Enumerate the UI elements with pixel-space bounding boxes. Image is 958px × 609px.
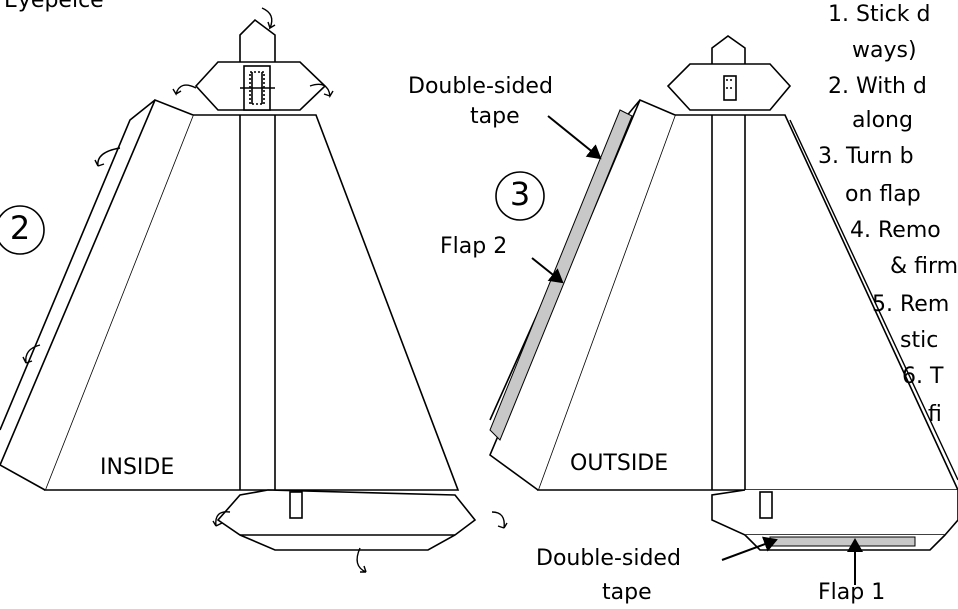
double-sided-tape-label-bottom: Double-sided xyxy=(536,546,681,571)
inside-piece xyxy=(0,18,477,551)
instruction-4b: & firm xyxy=(890,254,958,279)
double-sided-tape-flap1 xyxy=(769,536,916,547)
instruction-6: 6. T xyxy=(902,364,944,389)
instruction-1b: ways) xyxy=(852,38,917,63)
tape-label-bottom: tape xyxy=(602,580,652,605)
step-number-3: 3 xyxy=(509,175,531,213)
instruction-3: 3. Turn b xyxy=(818,144,914,169)
instruction-3b: on flap xyxy=(845,182,921,207)
instruction-1: 1. Stick d xyxy=(828,2,931,27)
fold-arrow-icon xyxy=(22,7,508,573)
flap2-label: Flap 2 xyxy=(440,234,508,259)
instruction-2b: along xyxy=(852,108,913,133)
instruction-6b: fi xyxy=(928,402,942,427)
step-number-2: 2 xyxy=(9,209,31,247)
flap1-label: Flap 1 xyxy=(818,580,886,605)
tape-label-top: tape xyxy=(470,104,520,129)
eyepiece-stem xyxy=(239,18,276,88)
instruction-5: 5. Rem xyxy=(872,292,950,317)
bottom-tab xyxy=(216,489,477,551)
eyepiece-label: Eyepeice xyxy=(4,0,104,13)
outside-piece xyxy=(489,35,958,551)
pointer-arrow-icon xyxy=(531,115,863,585)
step-circle-2 xyxy=(0,205,45,255)
outside-label: OUTSIDE xyxy=(570,451,669,476)
inside-label: INSIDE xyxy=(100,455,175,480)
instruction-5b: stic xyxy=(900,328,939,353)
instruction-4: 4. Remo xyxy=(850,218,941,243)
double-sided-tape-label-top: Double-sided xyxy=(408,74,553,99)
instruction-2: 2. With d xyxy=(828,74,927,99)
step-circle-3 xyxy=(495,171,545,221)
